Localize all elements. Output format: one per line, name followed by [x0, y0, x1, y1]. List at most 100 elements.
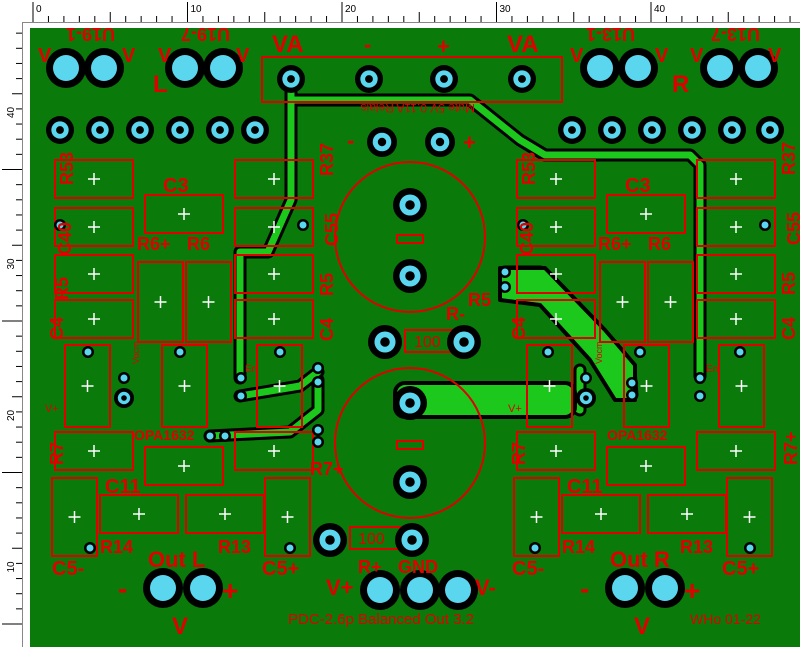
ref-r13-left: R13: [218, 537, 251, 557]
pad-drill: [648, 126, 656, 134]
via-copper: [314, 438, 322, 446]
header-label-u13-7: U13-7: [711, 24, 760, 44]
smd-footprint: [696, 254, 776, 294]
smd-footprint: [64, 344, 111, 428]
smd-footprint: [234, 159, 314, 199]
ref-c40-left: C40: [55, 222, 75, 255]
pad-copper: [625, 55, 651, 81]
smd-footprint: [234, 299, 314, 339]
header-label-u19-1: U19-1: [66, 24, 115, 44]
res-100-bottom: 100: [358, 531, 385, 548]
ref-r6-right-2: R6: [648, 234, 671, 254]
smd-footprint: [696, 299, 776, 339]
pad-copper: [150, 575, 176, 601]
channel-right: R: [672, 71, 689, 98]
board-signature: WHo 01-22: [690, 611, 761, 627]
opamp-right: OPA1632: [607, 427, 668, 443]
label-en-l: En: [245, 364, 257, 375]
pad-drill: [728, 126, 736, 134]
via-copper: [531, 544, 539, 552]
ref-c55-left: C55: [322, 213, 342, 246]
ruler-left-label: 20: [6, 409, 17, 421]
smd-footprint: [51, 477, 98, 557]
smd-footprint: [647, 494, 727, 534]
ref-r13-right: R13: [680, 537, 713, 557]
pad-drill: [405, 398, 415, 408]
smd-footprint: [185, 494, 265, 534]
va-right: VA: [507, 31, 539, 58]
ref-c40-right: C40: [517, 222, 537, 255]
left-ruler[interactable]: 40 30 20 10: [0, 22, 23, 647]
ref-r-plus: R+: [358, 557, 382, 577]
via-copper: [636, 348, 644, 356]
pad-drill: [583, 395, 589, 401]
pad-drill: [608, 126, 616, 134]
pad-copper: [612, 575, 638, 601]
ref-c4-right-2: C4: [779, 317, 799, 340]
pad-drill: [459, 337, 469, 347]
pad-drill: [287, 75, 295, 83]
v-top-2: V: [122, 45, 136, 67]
smd-footprint: [561, 494, 641, 534]
gnd-label: GND: [398, 557, 438, 577]
out-l-minus: -: [118, 573, 127, 604]
label-vocm-r: Vocm: [594, 341, 604, 364]
ref-c4-left-2: C4: [317, 318, 337, 341]
smd-footprint: [234, 254, 314, 294]
via-copper: [86, 544, 94, 552]
ruler-left-label: 40: [6, 106, 17, 118]
via-copper: [696, 374, 704, 382]
pad-drill: [56, 126, 64, 134]
v-top-7: V: [690, 45, 704, 67]
via-copper: [286, 544, 294, 552]
ruler-left-label: 10: [6, 561, 17, 573]
smd-footprint: [718, 344, 765, 428]
ruler-left-label: 30: [6, 258, 17, 270]
smd-footprint: [54, 254, 134, 294]
ref-r14-right: R14: [562, 537, 595, 557]
pcb-canvas[interactable]: U19-1 U19-7 U13-1 U13-7 VA VA - + L R V …: [22, 22, 800, 647]
ref-r5-left-2: R5: [317, 273, 337, 296]
ruler-top-label: 30: [500, 4, 512, 15]
pad-drill: [435, 137, 445, 147]
out-r-plus: +: [684, 575, 700, 606]
plus-header: +: [437, 34, 450, 59]
smd-footprint: [516, 207, 596, 247]
ref-r7-right-2: R7+: [781, 431, 800, 465]
smd-footprint: [144, 194, 224, 234]
ref-r14-left: R14: [100, 537, 133, 557]
ref-r5-left: R5: [52, 277, 72, 300]
pad-copper: [190, 575, 216, 601]
minus-header: -: [364, 32, 371, 57]
via-copper: [206, 432, 214, 440]
via-copper: [221, 432, 229, 440]
ref-c5-right: C5-: [512, 558, 544, 580]
smd-footprint: [516, 299, 596, 339]
relay-label: Mute 5V 0.11A Relais: [360, 101, 475, 115]
ref-r-minus: R-: [446, 304, 465, 324]
via-copper: [299, 221, 307, 229]
ref-c3-right: C3: [625, 175, 651, 197]
smd-footprint: [623, 344, 670, 428]
via-copper: [237, 374, 245, 382]
ref-c5-left: C5-: [52, 558, 84, 580]
via-copper: [314, 378, 322, 386]
smd-footprint: [144, 446, 224, 486]
ref-r6-right: R6+: [598, 234, 632, 254]
smd-footprint: [606, 194, 686, 234]
va-left: VA: [272, 31, 304, 58]
ref-c55-right: C55: [784, 212, 800, 245]
header-label-u13-1: U13-1: [586, 24, 635, 44]
pad-copper: [652, 575, 678, 601]
smd-footprint: [137, 261, 184, 343]
via-copper: [628, 391, 636, 399]
ref-r37-left: R37: [317, 143, 337, 176]
via-copper: [761, 221, 769, 229]
v-top-8: V: [768, 45, 782, 67]
board-labels: U19-1 U19-7 U13-1 U13-7 VA VA - + L R V …: [38, 24, 800, 640]
v-top-1: V: [38, 45, 52, 67]
smd-footprint: [647, 261, 694, 343]
pad-drill: [96, 126, 104, 134]
pad-drill: [121, 395, 127, 401]
